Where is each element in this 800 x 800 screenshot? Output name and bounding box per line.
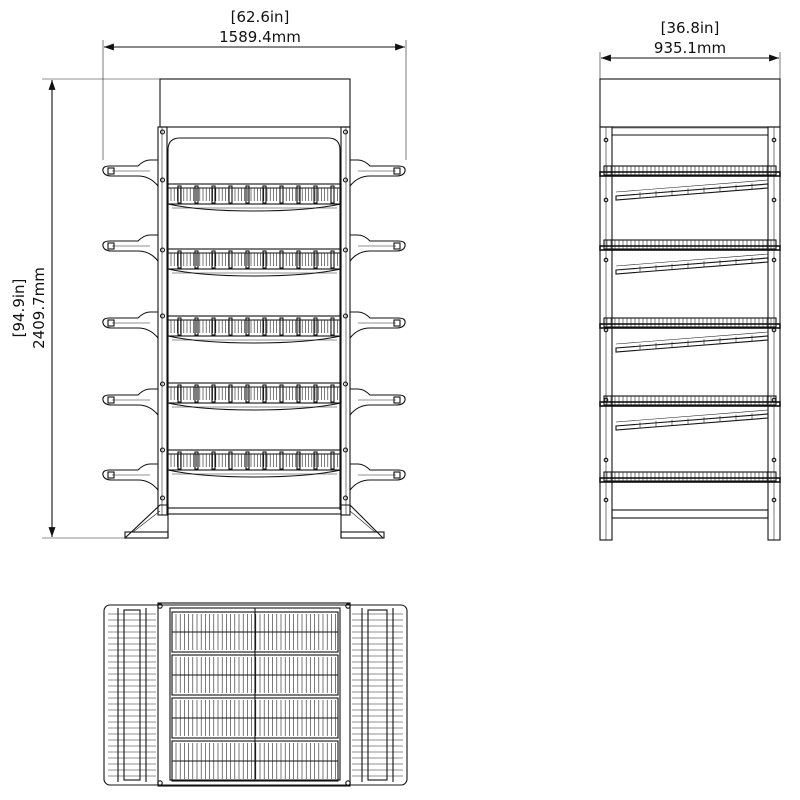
front-shelf-basket: [167, 183, 342, 212]
side-shelf: [599, 239, 781, 275]
front-inner-frame: [167, 137, 341, 510]
front-width-inches: [62.6in]: [231, 8, 290, 26]
top-outline: [103, 604, 408, 786]
front-side-arms: [102, 129, 406, 501]
front-left-upright: [157, 126, 168, 516]
front-right-arm: [349, 234, 406, 262]
front-right-arm: [349, 159, 406, 187]
front-left-arm: [102, 159, 159, 187]
front-width-dimension: [62.6in] 1589.4mm: [102, 8, 407, 160]
side-shelves: [599, 137, 781, 503]
front-right-arm: [349, 388, 406, 416]
side-width-inches: [36.8in]: [661, 19, 720, 37]
front-left-arm: [102, 463, 159, 491]
side-width-dimension: [36.8in] 935.1mm: [599, 19, 781, 80]
front-width-millimeters: 1589.4mm: [219, 28, 301, 46]
side-view: [599, 78, 781, 541]
side-width-millimeters: 935.1mm: [654, 39, 726, 57]
side-shelf: [599, 165, 781, 201]
top-basket-grid: [108, 603, 403, 786]
front-right-upright: [340, 126, 351, 516]
front-shelf-basket: [167, 315, 342, 344]
side-shelf: [599, 395, 781, 431]
front-right-arm: [349, 311, 406, 339]
side-base-rail: [611, 509, 769, 519]
front-right-foot: [340, 504, 385, 539]
side-shelf: [599, 471, 781, 483]
front-shelf-basket: [167, 449, 342, 478]
side-shelf: [599, 317, 781, 353]
side-header-sign: [599, 78, 781, 128]
front-left-arm: [102, 388, 159, 416]
front-left-arm: [102, 311, 159, 339]
top-view: [103, 602, 408, 787]
top-right-wing: [352, 608, 403, 782]
front-base-rail: [167, 507, 342, 515]
top-left-wing: [108, 608, 156, 782]
height-dimension: [94.9in] 2409.7mm: [10, 78, 160, 539]
front-view: [102, 78, 406, 539]
height-inches: [94.9in]: [10, 279, 28, 338]
front-left-arm: [102, 234, 159, 262]
front-shelf-basket: [167, 382, 342, 411]
front-shelf-basket: [167, 248, 342, 277]
height-millimeters: 2409.7mm: [30, 267, 48, 349]
front-shelves: [167, 183, 342, 478]
front-right-arm: [349, 463, 406, 491]
top-frame: [157, 602, 351, 787]
front-header-sign: [159, 78, 351, 128]
